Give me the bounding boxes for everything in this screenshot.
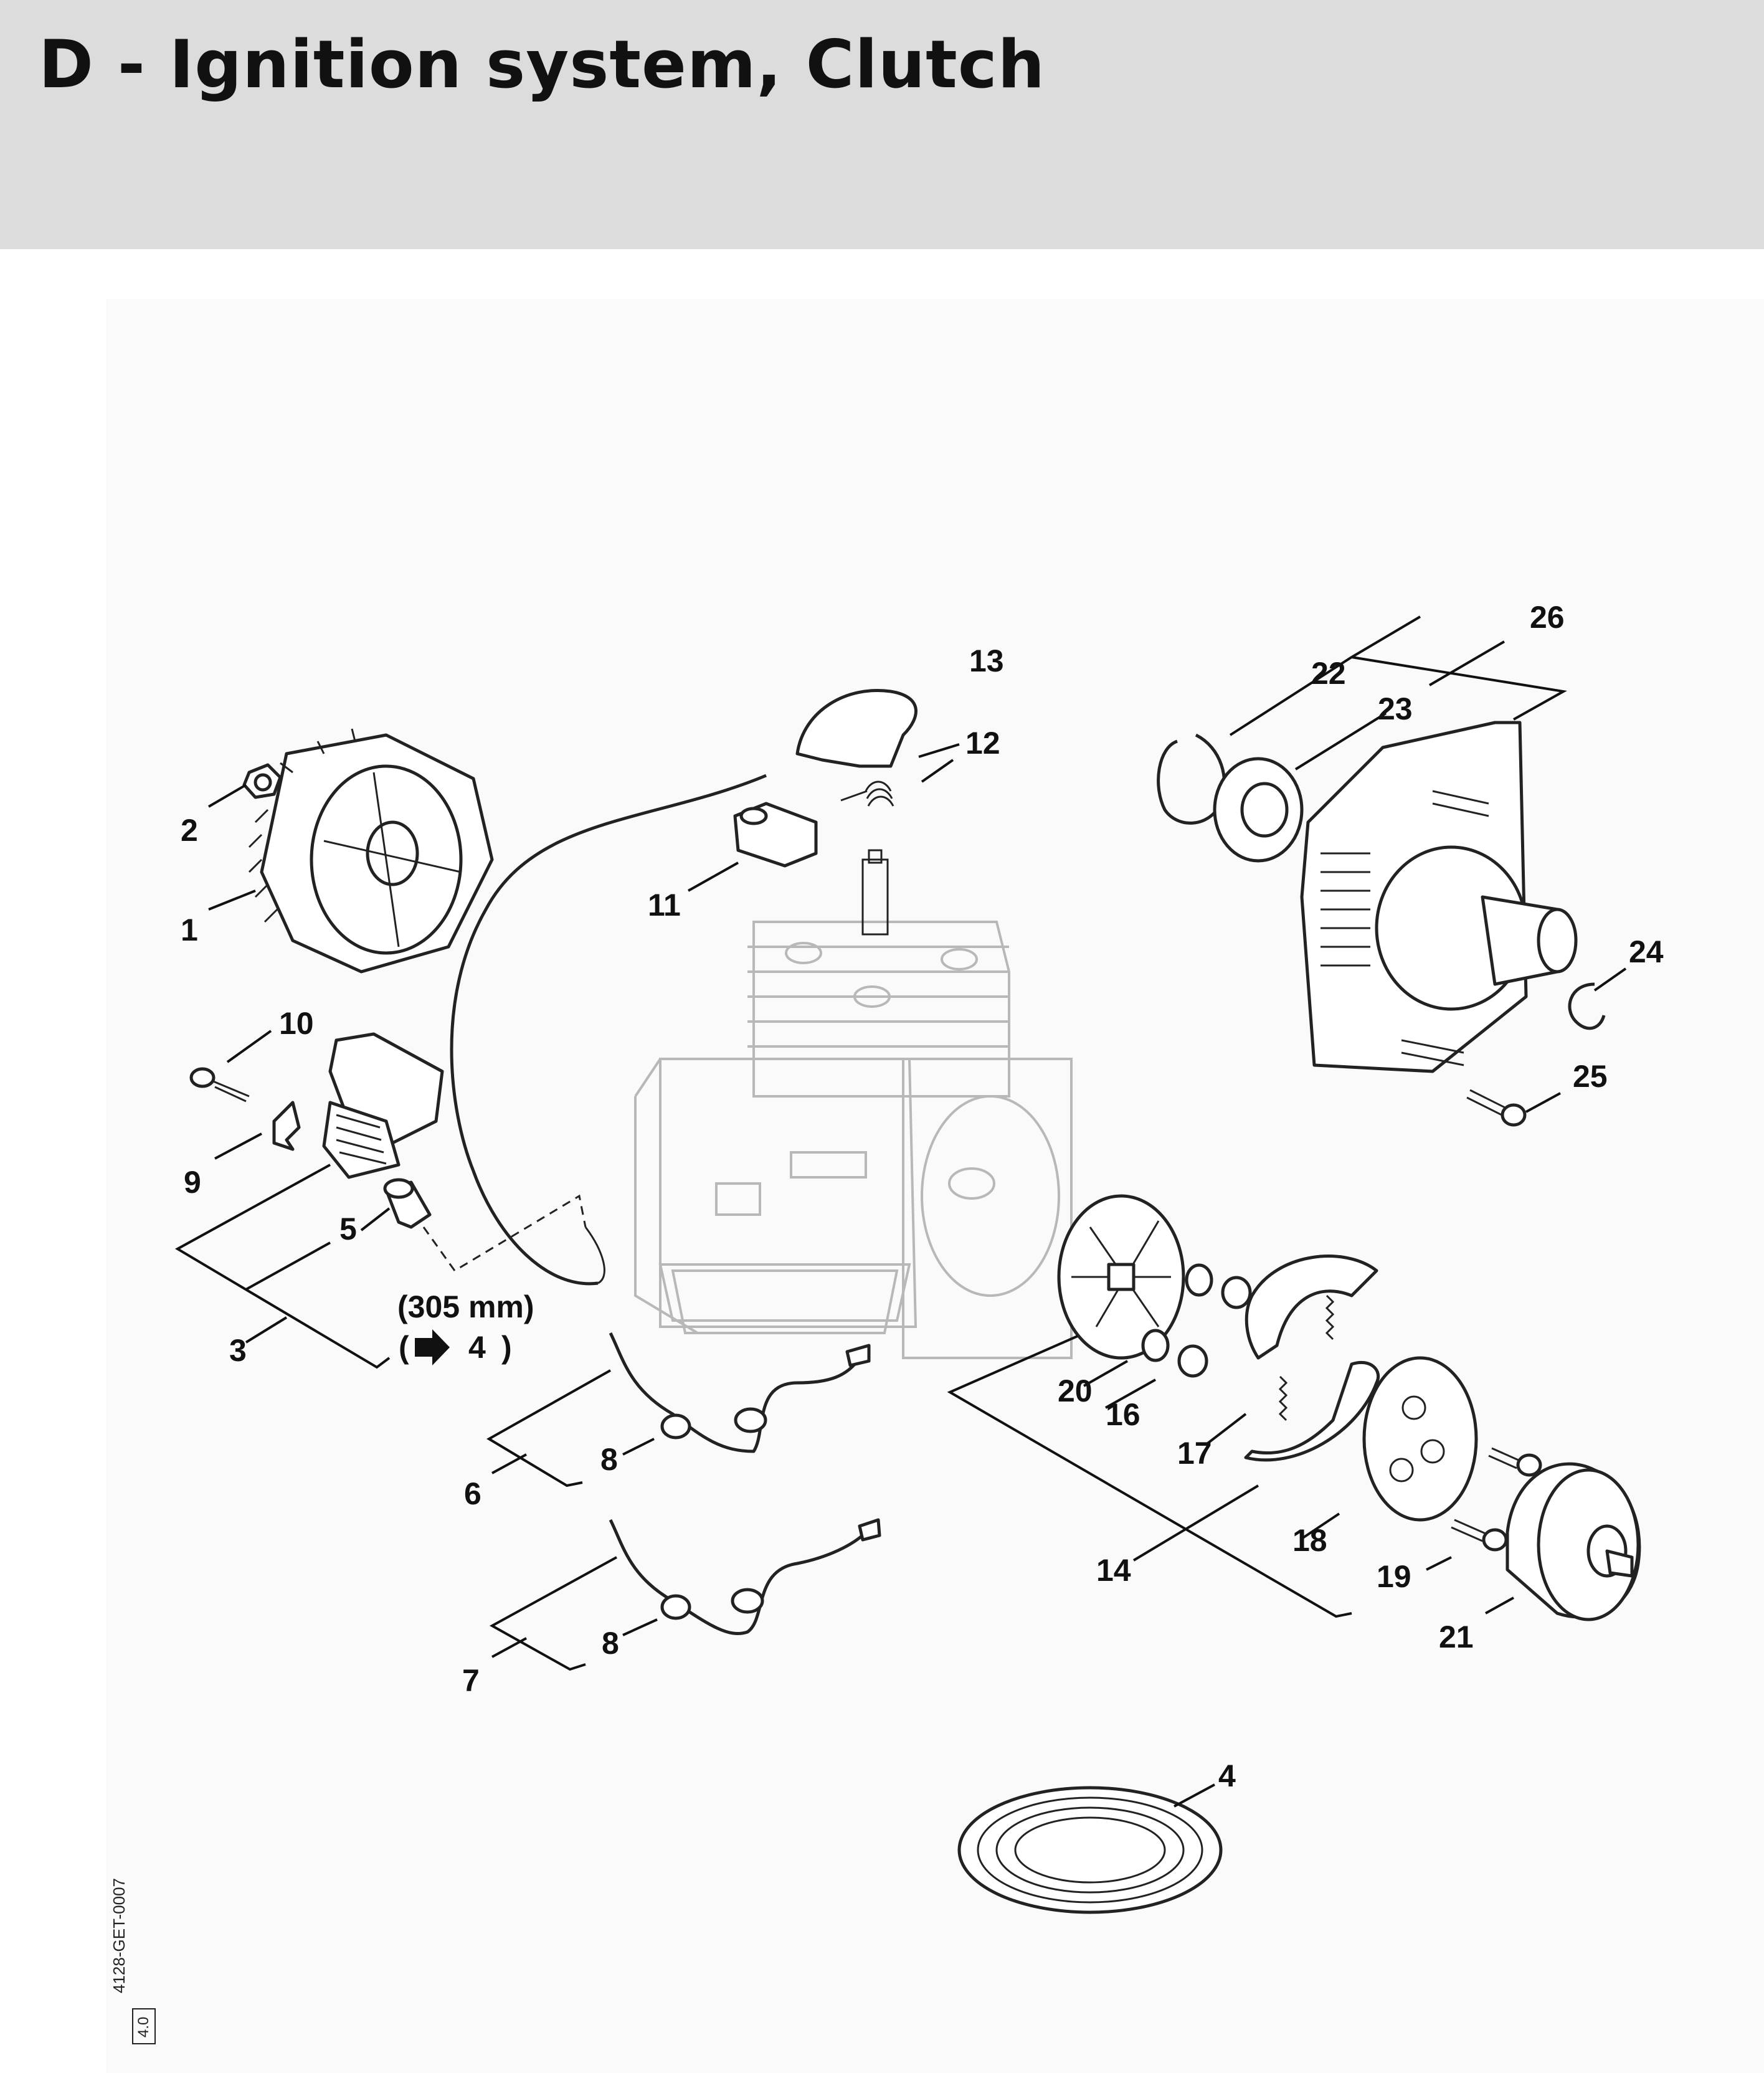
washer-lower <box>1141 1329 1170 1362</box>
wire-length-label: (305 mm) <box>397 1289 534 1324</box>
drawing-code: 4128-GET-0007 <box>110 1877 128 1993</box>
callout-13: 13 <box>969 643 1004 678</box>
screw-19-lower <box>1451 1519 1508 1552</box>
spark-plug <box>861 849 889 936</box>
tension-spring-lower <box>1278 1375 1288 1421</box>
terminal-cover <box>795 689 918 768</box>
screw-10 <box>189 1067 250 1103</box>
callout-9: 9 <box>184 1165 201 1200</box>
callout-8-lower: 8 <box>602 1626 619 1661</box>
nut <box>242 763 282 799</box>
sleeve-lower <box>1177 1344 1208 1378</box>
callout-7: 7 <box>462 1663 480 1698</box>
wire-coil <box>957 1786 1223 1914</box>
callout-18: 18 <box>1292 1523 1327 1558</box>
short-circuit-wire-6 <box>609 1332 871 1453</box>
callout-20: 20 <box>1058 1373 1093 1408</box>
terminal-cap <box>383 1178 432 1229</box>
callout-1: 1 <box>181 913 198 947</box>
callout-24: 24 <box>1629 934 1664 969</box>
callout-4-coil: 4 <box>1218 1758 1236 1793</box>
callout-19: 19 <box>1377 1559 1411 1594</box>
screw-19-upper <box>1488 1447 1542 1477</box>
callout-12: 12 <box>965 726 1000 761</box>
ref-close-paren: ) <box>501 1330 512 1365</box>
callout-23: 23 <box>1378 691 1413 726</box>
callout-11: 11 <box>648 888 681 923</box>
ref-open-paren: ( <box>399 1330 409 1365</box>
ball-bearing <box>1213 757 1304 863</box>
arrow-right-icon <box>415 1329 450 1365</box>
clutch-carrier <box>1057 1194 1185 1360</box>
washer-upper <box>1185 1263 1213 1297</box>
callout-5: 5 <box>339 1212 357 1246</box>
ignition-module <box>322 1032 444 1179</box>
revision-box: 4.0 <box>132 2008 156 2044</box>
page-title: D - Ignition system, Clutch <box>39 26 1046 103</box>
callout-21: 21 <box>1439 1620 1474 1654</box>
callout-8-upper: 8 <box>600 1442 618 1477</box>
callout-22: 22 <box>1311 656 1346 691</box>
callout-2: 2 <box>181 813 198 848</box>
clutch-shoe-upper <box>1245 1255 1378 1360</box>
callout-numbers: 1 2 3 4 5 6 7 8 8 9 10 11 12 13 14 16 17… <box>181 600 1664 1793</box>
leg-spring <box>840 780 894 807</box>
callout-4-ref: 4 <box>468 1330 486 1365</box>
callout-6: 6 <box>464 1476 481 1511</box>
leader-lines <box>174 615 1627 1808</box>
circlip-24 <box>1568 982 1606 1030</box>
diagram-panel <box>106 299 1764 2073</box>
callout-16: 16 <box>1106 1397 1140 1432</box>
circlip-22 <box>1157 733 1226 825</box>
revision-label: 4.0 <box>135 2016 152 2037</box>
spring-clip <box>272 1101 301 1151</box>
spark-plug-boot <box>733 802 818 868</box>
callout-10: 10 <box>279 1006 314 1041</box>
short-circuit-wire-7 <box>609 1518 881 1636</box>
callout-26: 26 <box>1530 600 1565 635</box>
engine-block-ghost <box>634 921 1073 1359</box>
callout-14: 14 <box>1096 1553 1131 1588</box>
clutch-housing <box>1300 721 1578 1073</box>
ignition-lead <box>422 774 767 1286</box>
screw-25 <box>1466 1089 1527 1127</box>
sleeve-upper <box>1221 1276 1252 1309</box>
clutch-drum <box>1506 1462 1641 1621</box>
callout-25: 25 <box>1573 1059 1608 1094</box>
page-header: D - Ignition system, Clutch <box>0 0 1764 249</box>
callout-3: 3 <box>229 1333 247 1368</box>
tension-spring-upper <box>1325 1294 1335 1340</box>
thrust-plate <box>1362 1356 1478 1522</box>
flywheel <box>248 728 494 974</box>
clutch-shoe-lower <box>1244 1360 1380 1462</box>
callout-17: 17 <box>1177 1436 1212 1471</box>
